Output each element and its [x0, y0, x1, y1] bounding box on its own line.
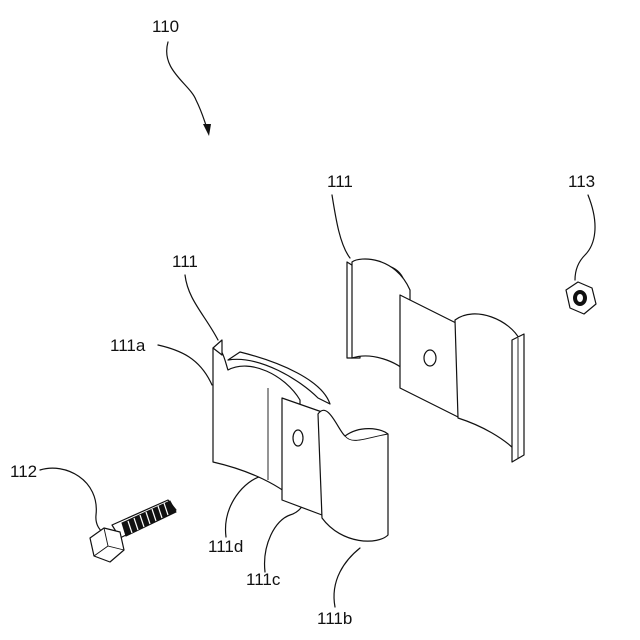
leader-113 [575, 195, 595, 280]
label-second-recess-111b: 111b [317, 609, 352, 628]
clamp-part-left [213, 340, 388, 541]
label-nut-113: 113 [568, 172, 595, 191]
left-clamp-second-recess [318, 410, 388, 541]
label-clamp-left-111: 111 [172, 252, 198, 271]
leader-112 [40, 468, 104, 534]
label-first-recess-111a: 111a [110, 336, 146, 355]
leader-111-right [332, 195, 350, 258]
label-clamp-right-111: 111 [327, 172, 353, 191]
label-bolt-112: 112 [10, 462, 37, 481]
leader-111-left [185, 275, 218, 340]
label-hole-111d: 111d [208, 537, 243, 556]
label-flat-plate-111c: 111c [246, 570, 281, 589]
left-clamp-flat-plate [282, 398, 322, 515]
bolt-head [90, 528, 124, 562]
label-assembly-110: 110 [152, 17, 179, 36]
left-clamp-hole [293, 430, 303, 446]
leader-111a [158, 345, 212, 385]
leader-111b [334, 548, 360, 607]
right-clamp-hole [424, 350, 436, 366]
leader-111c [265, 496, 306, 572]
bolt-112 [90, 500, 176, 562]
nut-113 [566, 282, 596, 314]
leader-110 [167, 42, 207, 128]
right-clamp-right-recess [455, 314, 520, 455]
arrowhead-110 [203, 124, 211, 136]
